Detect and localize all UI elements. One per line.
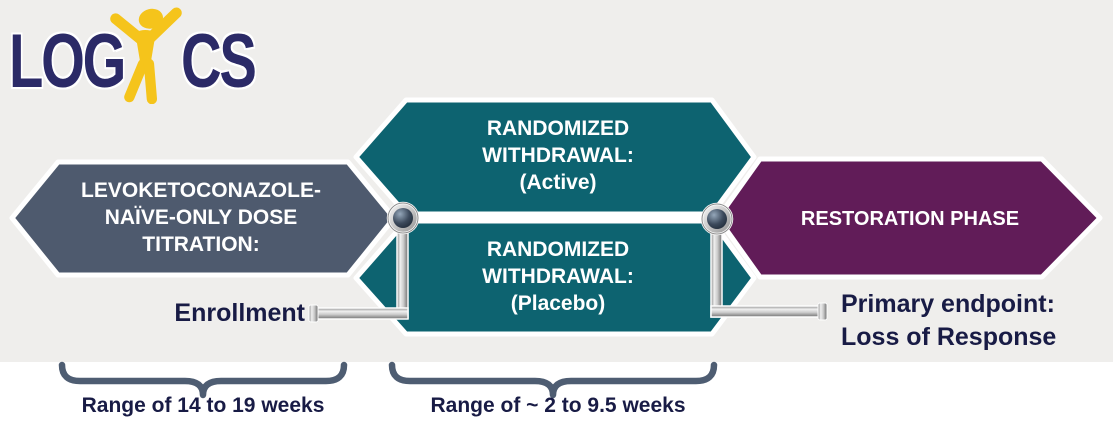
titration-range-label: Range of 14 to 19 weeks — [81, 394, 325, 417]
restoration-phase-shape — [715, 156, 1103, 280]
person-arms-raised-icon — [110, 7, 182, 104]
primary-endpoint-connector — [710, 229, 828, 321]
randomized-withdrawal-active-label: RANDOMIZED WITHDRAWAL: (Active) — [482, 117, 634, 194]
enrollment-label: Enrollment — [174, 299, 305, 327]
restoration-phase-label: RESTORATION PHASE — [800, 208, 1020, 230]
dose-titration-label: LEVOKETOCONAZOLE- NAÏVE-ONLY DOSE TITRAT… — [81, 179, 321, 256]
withdrawal-range-label: Range of ~ 2 to 9.5 weeks — [430, 394, 686, 417]
logo-text-cs: CS — [181, 19, 257, 104]
right-junction-pin — [700, 202, 734, 236]
left-junction-pin — [386, 201, 420, 235]
randomized-withdrawal-placebo-label: RANDOMIZED WITHDRAWAL: (Placebo) — [482, 238, 634, 315]
withdrawal-range-brace — [388, 361, 718, 399]
logics-logo: LOG CS — [0, 0, 300, 110]
titration-range-brace — [58, 361, 348, 399]
primary-endpoint-label: Primary endpoint: Loss of Response — [841, 290, 1057, 351]
logo-text-log: LOG — [9, 19, 126, 104]
